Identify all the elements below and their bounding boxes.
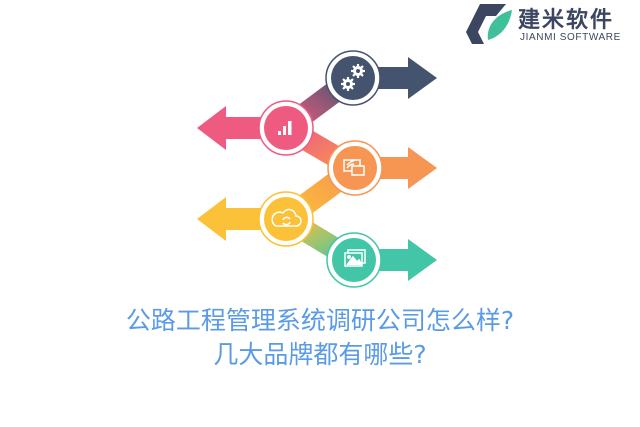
- headline: 公路工程管理系统调研公司怎么样? 几大品牌都有哪些?: [0, 304, 640, 372]
- step-5-image: [326, 232, 382, 288]
- arrow-right-1: [370, 57, 437, 99]
- logo-name-en: JIANMI SOFTWARE: [520, 32, 621, 43]
- process-infographic: [197, 50, 437, 288]
- arrow-left-2: [197, 106, 270, 150]
- logo-mark-icon: [466, 4, 512, 44]
- headline-line-2: 几大品牌都有哪些?: [213, 340, 427, 369]
- headline-line-1: 公路工程管理系统调研公司怎么样?: [125, 306, 515, 335]
- logo-name-cn: 建米软件: [518, 8, 615, 33]
- arrow-right-5: [372, 239, 437, 281]
- arrow-left-4: [197, 197, 270, 241]
- step-1-gears: [325, 50, 381, 106]
- image-gallery-icon: [344, 249, 366, 267]
- gears-icon: [341, 64, 365, 91]
- arrow-right-3: [372, 147, 437, 189]
- brand-logo: 建米软件 JIANMI SOFTWARE: [466, 2, 638, 46]
- step-3-screen: [327, 140, 383, 196]
- step-2-chart: [258, 100, 314, 156]
- step-4-cloud: [258, 191, 314, 247]
- screen-cast-icon: [343, 159, 365, 176]
- bar-chart-icon: [278, 121, 292, 135]
- cloud-sync-icon: [271, 208, 302, 227]
